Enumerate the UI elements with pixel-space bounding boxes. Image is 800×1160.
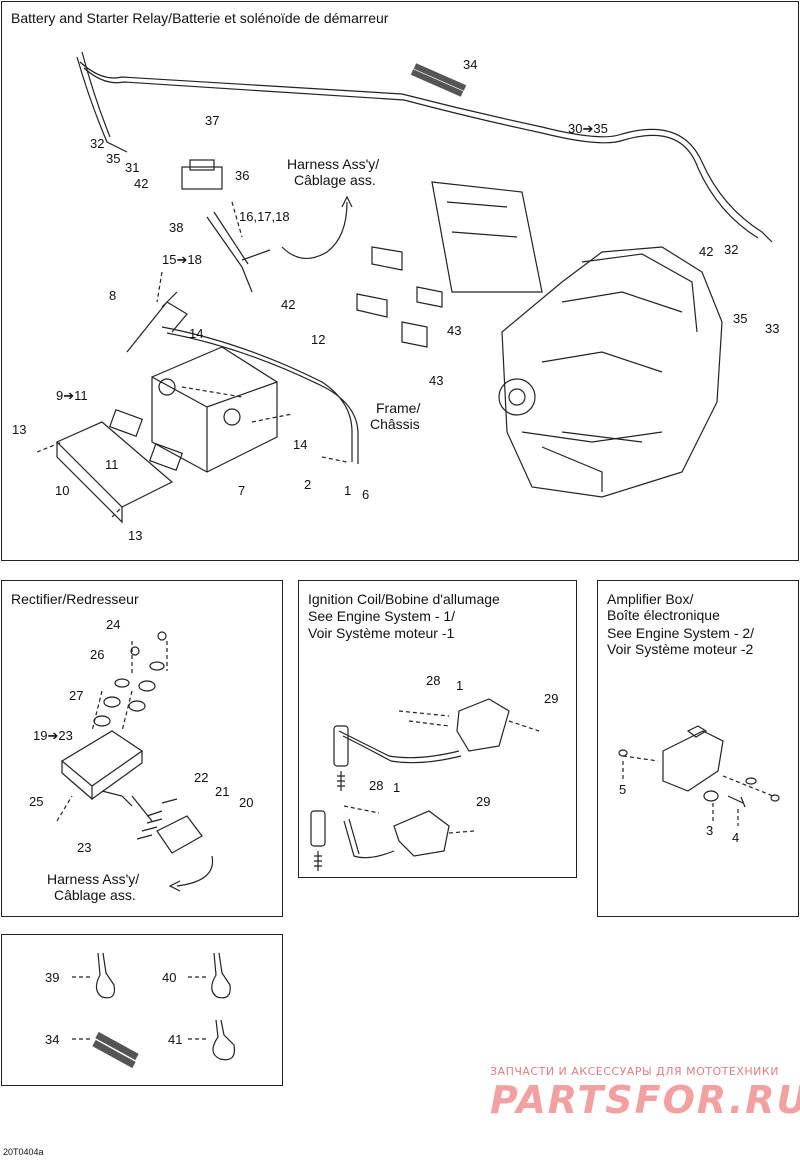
frame-note-line2: Châssis — [370, 416, 420, 432]
callout-34: 34 — [463, 57, 478, 72]
amplifier-drawing — [618, 725, 780, 826]
battery-panel-title: Battery and Starter Relay/Batterie et so… — [11, 10, 389, 26]
ignition-voir-line: Voir Système moteur -1 — [308, 625, 455, 641]
callout-33: 33 — [765, 321, 780, 336]
callout-23: 23 — [77, 840, 92, 855]
callout-13: 13 — [12, 422, 27, 437]
callout-21: 21 — [215, 784, 230, 799]
callout-24: 24 — [106, 617, 121, 632]
callout-19-23: 19➔23 — [33, 728, 73, 743]
amplifier-voir-line: Voir Système moteur -2 — [607, 641, 754, 657]
watermark-logo: PARTSFOR.RU — [490, 1078, 800, 1122]
callout-6: 6 — [362, 487, 370, 502]
callout-25: 25 — [29, 794, 44, 809]
callout-1: 1 — [344, 483, 352, 498]
ignition-panel-title: Ignition Coil/Bobine d'allumage — [308, 591, 500, 607]
frame-note-line1: Frame/ — [376, 400, 421, 416]
callout-20: 20 — [239, 795, 254, 810]
callout-26: 26 — [90, 647, 105, 662]
callout-42c: 42 — [699, 244, 714, 259]
callout-22: 22 — [194, 770, 209, 785]
callout-1b-ign: 1 — [393, 780, 401, 795]
callout-14: 14 — [189, 326, 204, 341]
callout-5: 5 — [619, 782, 627, 797]
battery-drawing — [36, 51, 773, 524]
callout-43: 43 — [447, 323, 462, 338]
amplifier-panel-title: Amplifier Box/ — [607, 591, 694, 607]
callout-36: 36 — [235, 168, 250, 183]
callout-16-17-18: 16,17,18 — [239, 209, 290, 224]
callout-3: 3 — [706, 823, 714, 838]
callout-29: 29 — [544, 691, 559, 706]
rectifier-harness-line2: Câblage ass. — [54, 887, 136, 903]
amplifier-panel-subtitle: Boîte électronique — [607, 607, 720, 623]
callout-32: 32 — [90, 136, 105, 151]
battery-panel: Battery and Starter Relay/Batterie et so… — [1, 1, 799, 561]
ignition-see-line: See Engine System - 1/ — [308, 608, 456, 624]
callout-28: 28 — [426, 673, 441, 688]
callout-28b: 28 — [369, 778, 384, 793]
clamps-panel: 39 40 34 41 — [1, 934, 283, 1086]
callout-42b: 42 — [281, 297, 296, 312]
callout-35: 35 — [106, 151, 121, 166]
callout-34-clamp: 34 — [45, 1032, 60, 1047]
callout-30-35: 30➔35 — [568, 121, 608, 136]
callout-31: 31 — [125, 160, 140, 175]
callout-37: 37 — [205, 113, 220, 128]
amplifier-see-line: See Engine System - 2/ — [607, 625, 755, 641]
callout-8: 8 — [109, 288, 117, 303]
callout-12: 12 — [311, 332, 326, 347]
callout-15-18: 15➔18 — [162, 252, 202, 267]
harness-note-line2: Câblage ass. — [294, 172, 376, 188]
ignition-panel: Ignition Coil/Bobine d'allumage See Engi… — [298, 580, 577, 878]
ignition-drawing — [310, 698, 540, 871]
callout-7: 7 — [238, 483, 246, 498]
callout-42: 42 — [134, 176, 149, 191]
rectifier-drawing — [56, 631, 214, 892]
callout-14b: 14 — [293, 437, 308, 452]
callout-35b: 35 — [733, 311, 748, 326]
callout-29b: 29 — [476, 794, 491, 809]
clamps-drawing — [72, 952, 236, 1069]
harness-note-line1: Harness Ass'y/ — [287, 156, 380, 172]
callout-41: 41 — [168, 1032, 183, 1047]
callout-43b: 43 — [429, 373, 444, 388]
callout-40: 40 — [162, 970, 177, 985]
callout-11: 11 — [105, 457, 119, 472]
callout-39: 39 — [45, 970, 60, 985]
watermark-tagline: ЗАПЧАСТИ И АКСЕССУАРЫ ДЛЯ МОТОТЕХНИКИ — [490, 1065, 779, 1078]
rectifier-panel-title: Rectifier/Redresseur — [11, 591, 139, 607]
callout-4: 4 — [732, 830, 740, 845]
rectifier-panel: Rectifier/Redresseur Harness Ass'y/ Câbl… — [1, 580, 283, 917]
callout-32b: 32 — [724, 242, 739, 257]
callout-27: 27 — [69, 688, 84, 703]
callout-1-ign: 1 — [456, 678, 464, 693]
rectifier-harness-line1: Harness Ass'y/ — [47, 871, 140, 887]
callout-9-11: 9➔11 — [56, 388, 88, 403]
callout-2: 2 — [304, 477, 312, 492]
callout-10: 10 — [55, 483, 70, 498]
callout-13b: 13 — [128, 528, 143, 543]
callout-38: 38 — [169, 220, 184, 235]
drawing-code: 20T0404a — [3, 1147, 44, 1157]
amplifier-panel: Amplifier Box/ Boîte électronique See En… — [597, 580, 799, 917]
